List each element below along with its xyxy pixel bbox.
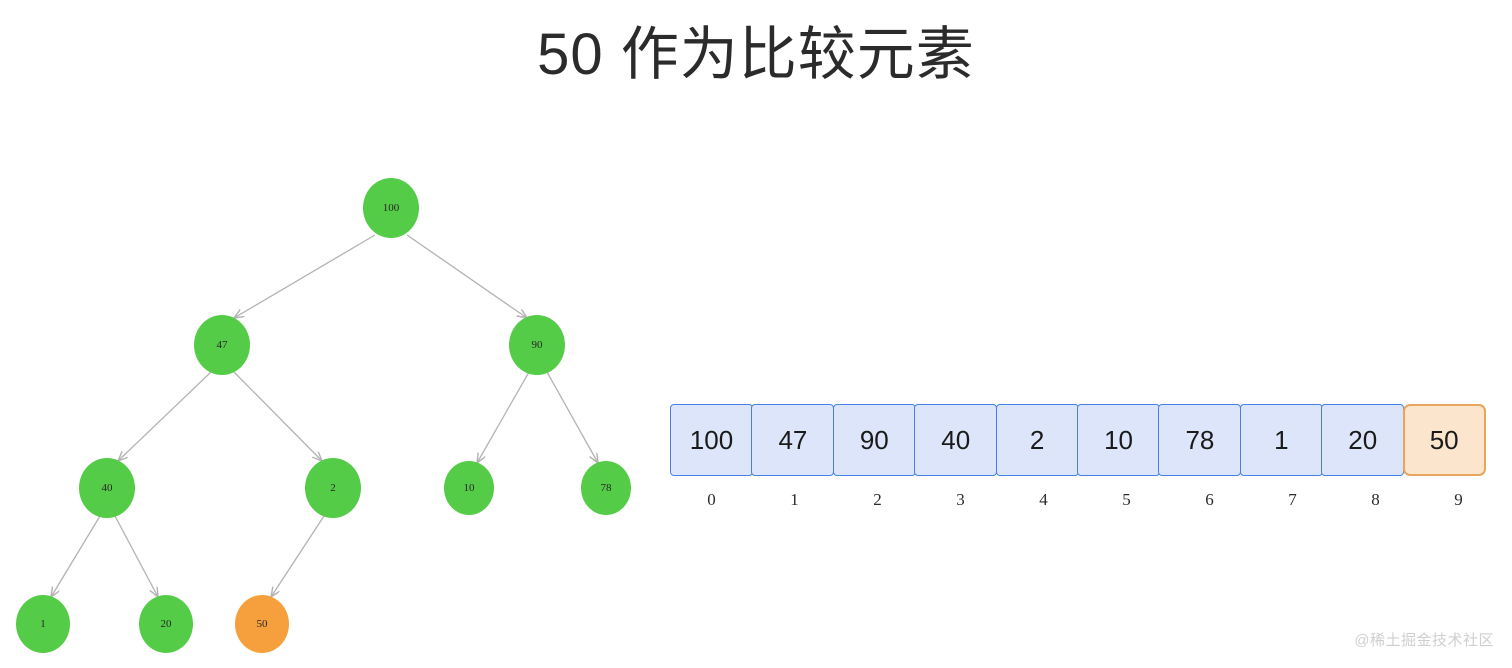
array-cell-4[interactable]: 2 (995, 404, 1079, 476)
tree-edge-n40-to-n20 (114, 515, 158, 597)
tree-edge-n90-to-n10 (477, 371, 530, 463)
tree-node-label: 78 (600, 481, 612, 494)
tree-node-label: 2 (330, 481, 336, 494)
tree-node-2[interactable]: 2 (305, 458, 361, 518)
array-index-label-8: 8 (1371, 490, 1380, 509)
page-title: 50 作为比较元素 (537, 22, 975, 87)
array-cell-8[interactable]: 20 (1321, 404, 1405, 476)
array-index-label-9: 9 (1454, 490, 1463, 509)
tree-node-40[interactable]: 40 (79, 458, 135, 518)
tree-node-label: 20 (160, 617, 172, 630)
tree-edge-n47-to-n40 (118, 371, 212, 461)
array-cell-0[interactable]: 100 (670, 404, 753, 476)
array-cell-1[interactable]: 47 (751, 404, 835, 476)
tree-node-label: 40 (101, 481, 113, 494)
array-cell-6[interactable]: 78 (1158, 404, 1242, 476)
array-index-label-1: 1 (790, 490, 799, 509)
tree-node-label: 100 (382, 201, 400, 214)
array-index-label-5: 5 (1122, 490, 1131, 509)
tree-edge-n100-to-n47 (234, 234, 376, 318)
tree-edge-n90-to-n78 (546, 371, 598, 463)
array-cell-7[interactable]: 1 (1239, 404, 1323, 476)
tree-node-100[interactable]: 100 (363, 178, 419, 238)
tree-edge-n47-to-n2 (233, 371, 322, 461)
tree-node-label: 10 (463, 481, 475, 494)
array-index-label-2: 2 (873, 490, 882, 509)
tree-node-10[interactable]: 10 (444, 461, 494, 515)
array-cell-2[interactable]: 90 (832, 404, 916, 476)
tree-node-78[interactable]: 78 (581, 461, 631, 515)
tree-node-label: 50 (256, 617, 268, 630)
tree-edge-n100-to-n90 (406, 234, 527, 318)
array-index-label-7: 7 (1288, 490, 1297, 509)
array-index-row: 0 1 2 3 4 5 6 7 8 9 (670, 490, 1500, 510)
tree-node-label: 90 (531, 338, 543, 351)
array-cell-5[interactable]: 10 (1077, 404, 1161, 476)
array-cell-3[interactable]: 40 (914, 404, 998, 476)
tree-edge-layer (0, 234, 660, 668)
tree-node-20[interactable]: 20 (139, 595, 193, 653)
array-index-label-0: 0 (707, 490, 716, 509)
tree-node-label: 1 (40, 617, 46, 630)
array-index-label-4: 4 (1039, 490, 1048, 509)
watermark: @稀土掘金技术社区 (1354, 632, 1494, 649)
binary-tree-diagram: 100 47 90 40 2 10 78 1 20 50 (0, 150, 660, 668)
tree-node-1[interactable]: 1 (16, 595, 70, 653)
array-index-label-6: 6 (1205, 490, 1214, 509)
array-cell-9[interactable]: 50 (1402, 404, 1486, 476)
tree-node-47[interactable]: 47 (194, 315, 250, 375)
tree-node-label: 47 (216, 338, 228, 351)
tree-node-50[interactable]: 50 (235, 595, 289, 653)
array-index-label-3: 3 (956, 490, 965, 509)
tree-edge-n2-to-n50 (271, 515, 325, 597)
tree-node-90[interactable]: 90 (509, 315, 565, 375)
tree-edge-n40-to-n1 (51, 515, 101, 597)
